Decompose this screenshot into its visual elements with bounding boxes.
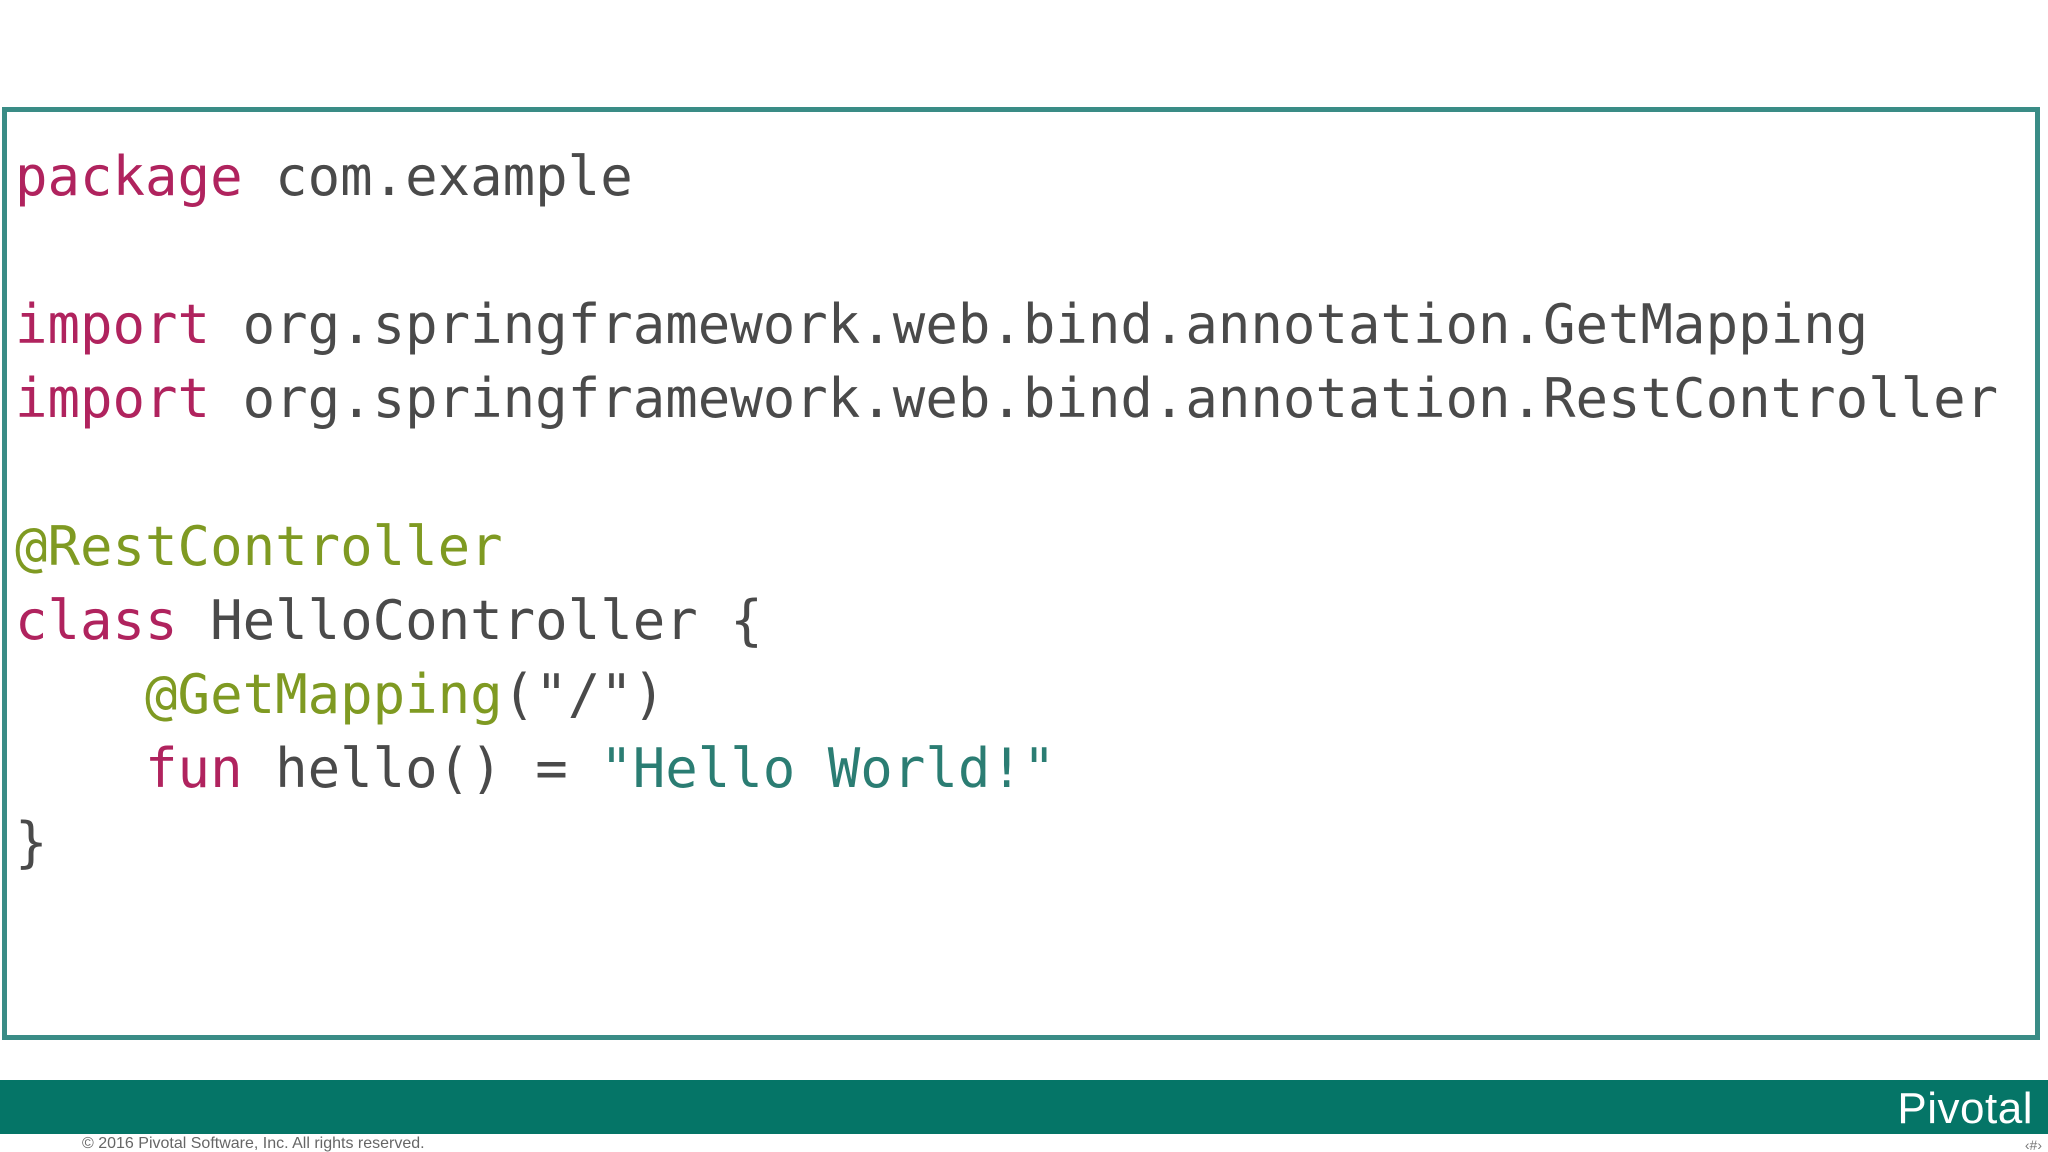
code-indent — [15, 737, 145, 800]
code-block: package com.example import org.springfram… — [15, 140, 1998, 880]
code-line-blank — [15, 436, 1998, 510]
fun-keyword: fun — [145, 737, 243, 800]
slide-number-placeholder: ‹#› — [2024, 1137, 2042, 1152]
function-signature: hello() = — [242, 737, 601, 800]
rest-controller-annotation: @RestController — [15, 515, 503, 578]
code-line-import-getmapping: import org.springframework.web.bind.anno… — [15, 288, 1998, 362]
code-line-closing-brace: } — [15, 806, 1998, 880]
package-keyword: package — [15, 145, 243, 208]
closing-brace: } — [15, 811, 48, 874]
pivotal-logo: Pivotal — [1897, 1084, 2033, 1133]
code-line-method-annotation: @GetMapping("/") — [15, 658, 1998, 732]
footer-bar — [0, 1080, 2048, 1134]
get-mapping-annotation: @GetMapping — [145, 663, 503, 726]
code-line-function: fun hello() = "Hello World!" — [15, 732, 1998, 806]
import-keyword: import — [15, 367, 211, 430]
code-indent — [15, 663, 145, 726]
import-keyword: import — [15, 293, 211, 356]
package-name: com.example — [242, 145, 633, 208]
import-path: org.springframework.web.bind.annotation.… — [210, 367, 1999, 430]
class-name: HelloController { — [177, 589, 763, 652]
code-line-package: package com.example — [15, 140, 1998, 214]
hello-world-string: "Hello World!" — [600, 737, 1056, 800]
code-line-class-annotation: @RestController — [15, 510, 1998, 584]
import-path: org.springframework.web.bind.annotation.… — [210, 293, 1869, 356]
code-frame — [2, 107, 2040, 1040]
copyright-notice: © 2016 Pivotal Software, Inc. All rights… — [82, 1135, 425, 1152]
code-line-blank — [15, 214, 1998, 288]
annotation-args: ("/") — [502, 663, 666, 726]
class-keyword: class — [15, 589, 178, 652]
code-line-import-restcontroller: import org.springframework.web.bind.anno… — [15, 362, 1998, 436]
code-line-class-declaration: class HelloController { — [15, 584, 1998, 658]
